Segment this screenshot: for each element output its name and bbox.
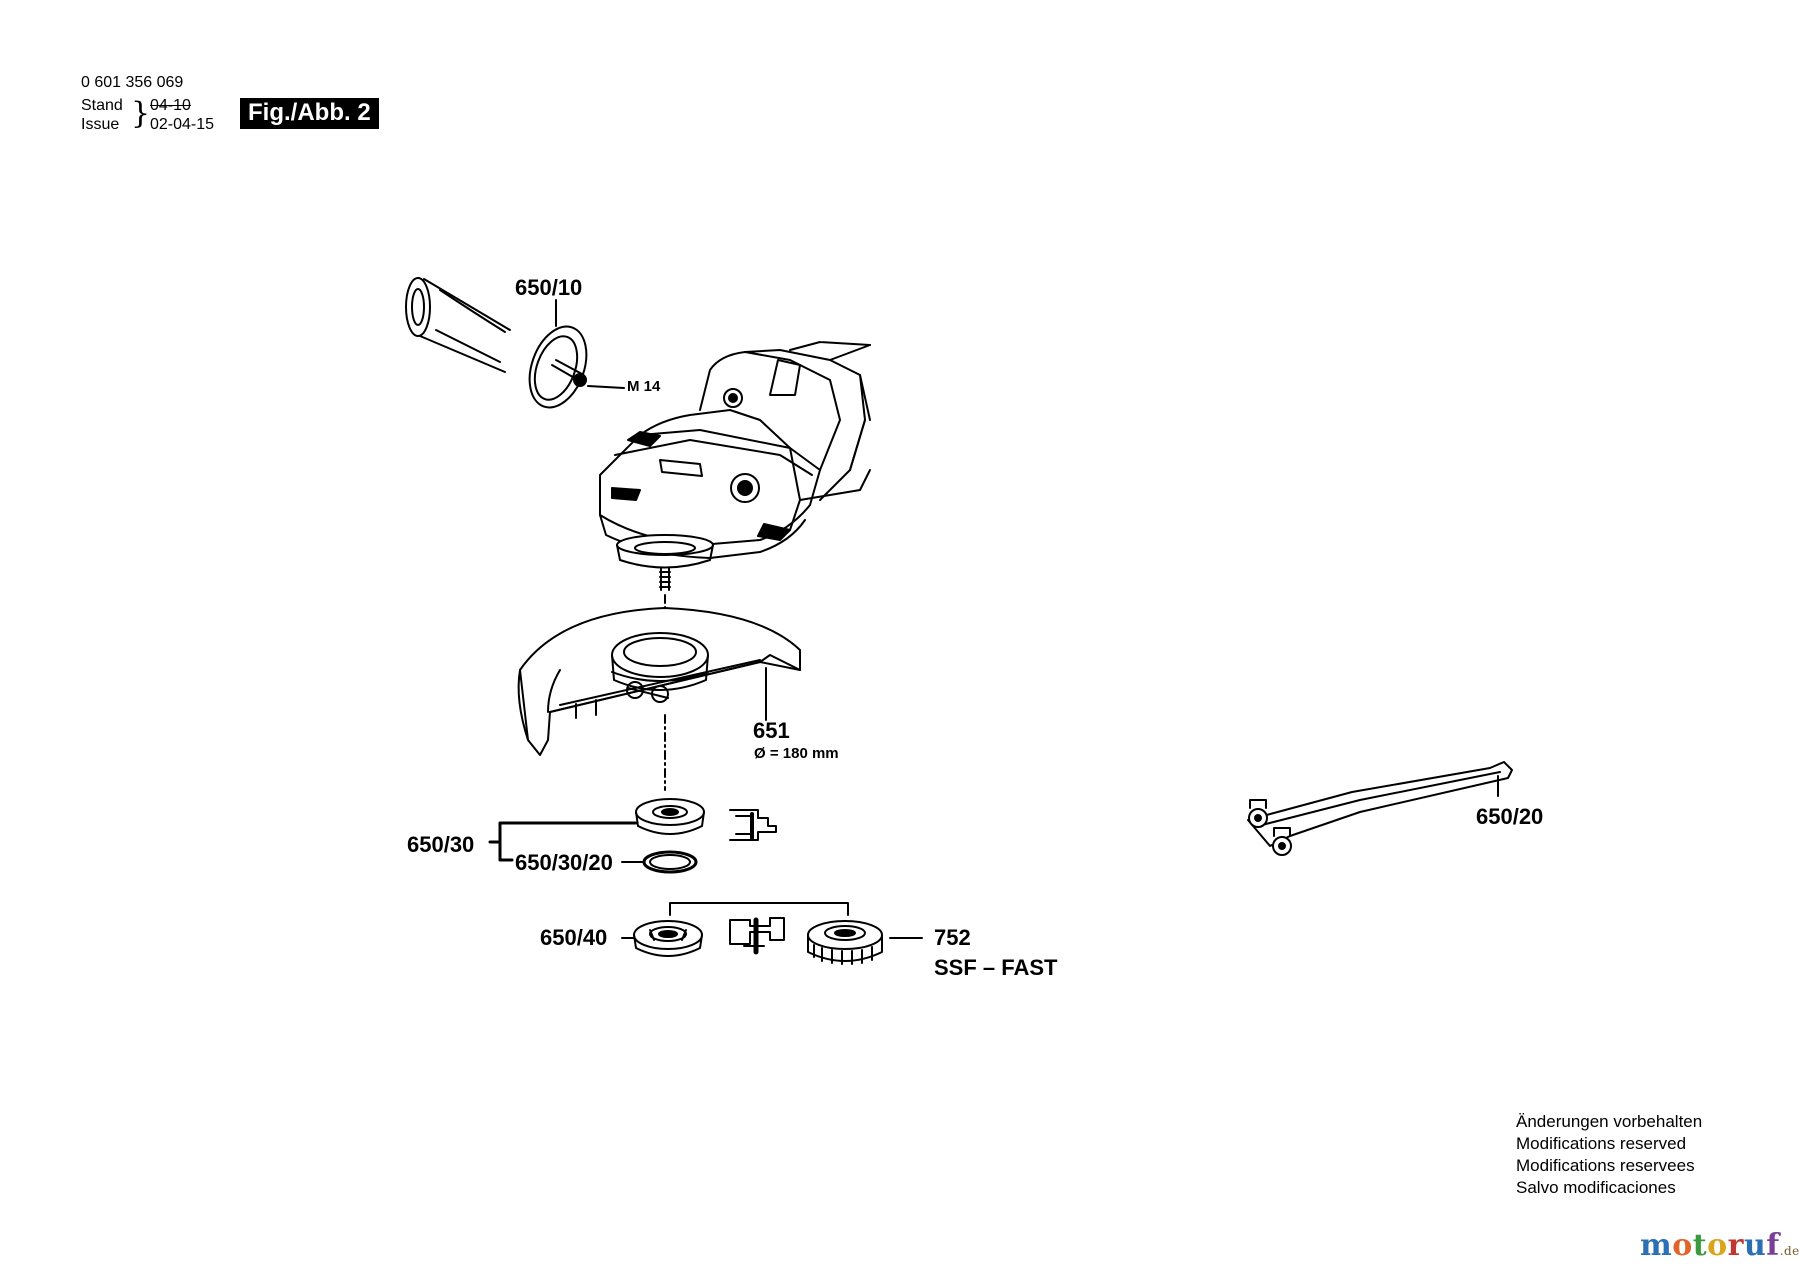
part-number: 0 601 356 069: [81, 74, 184, 91]
brace-icon: }: [131, 96, 151, 131]
label-spanner: 650/20: [1476, 804, 1544, 829]
figure-badge: Fig./Abb. 2: [240, 98, 379, 129]
two-pin-spanner-part: [1247, 761, 1513, 856]
watermark-letter: t: [1692, 1228, 1708, 1263]
angle-grinder-body: [599, 341, 871, 559]
flange-set-bracket: [488, 821, 638, 862]
watermark-letter: r: [1727, 1228, 1744, 1263]
issue-label: Issue: [81, 116, 120, 133]
label-handle: 650/10: [515, 275, 583, 300]
watermark-domain: .de: [1779, 1244, 1800, 1258]
spindle-flange: [616, 534, 714, 591]
label-thread: M 14: [627, 378, 661, 395]
watermark-letters: motoruf: [1640, 1228, 1780, 1263]
watermark-letter: u: [1743, 1228, 1767, 1263]
old-date: 04-10: [150, 97, 191, 114]
note-line: Salvo modificaciones: [1516, 1178, 1676, 1197]
note-line: Modifications reservees: [1516, 1156, 1695, 1175]
issue-date: 02-04-15: [150, 116, 215, 133]
o-ring-part: [642, 850, 698, 874]
modification-notes: Änderungen vorbehalten Modifications res…: [1516, 1111, 1702, 1199]
watermark-letter: f: [1766, 1228, 1780, 1263]
stand-label: Stand: [81, 97, 123, 114]
label-flange-set: 650/30: [407, 832, 475, 857]
note-line: Änderungen vorbehalten: [1516, 1112, 1703, 1131]
watermark-letter: m: [1640, 1228, 1673, 1263]
side-handle-part: [405, 277, 588, 409]
watermark-letter: o: [1707, 1228, 1728, 1263]
flange-symbol: [729, 809, 777, 841]
note-line: Modifications reserved: [1516, 1134, 1687, 1153]
clamping-flange-part: [633, 920, 703, 957]
label-quick-nut: 752: [934, 925, 971, 950]
label-quick-nut-name: SSF – FAST: [934, 955, 1058, 980]
quick-nut-symbol: [729, 917, 785, 955]
mounting-flange-part: [635, 798, 705, 835]
protection-guard-part: [517, 607, 801, 756]
label-clamp-flange: 650/40: [540, 925, 608, 950]
quick-nut-part: [807, 920, 883, 965]
m14-leader: [587, 385, 625, 389]
label-guard-diameter: Ø = 180 mm: [754, 745, 839, 762]
fast-set-bracket: [669, 902, 849, 916]
label-o-ring: 650/30/20: [515, 850, 613, 875]
watermark-logo: motoruf.de: [1640, 1228, 1800, 1263]
watermark-letter: o: [1672, 1228, 1693, 1263]
label-guard: 651: [753, 718, 790, 743]
